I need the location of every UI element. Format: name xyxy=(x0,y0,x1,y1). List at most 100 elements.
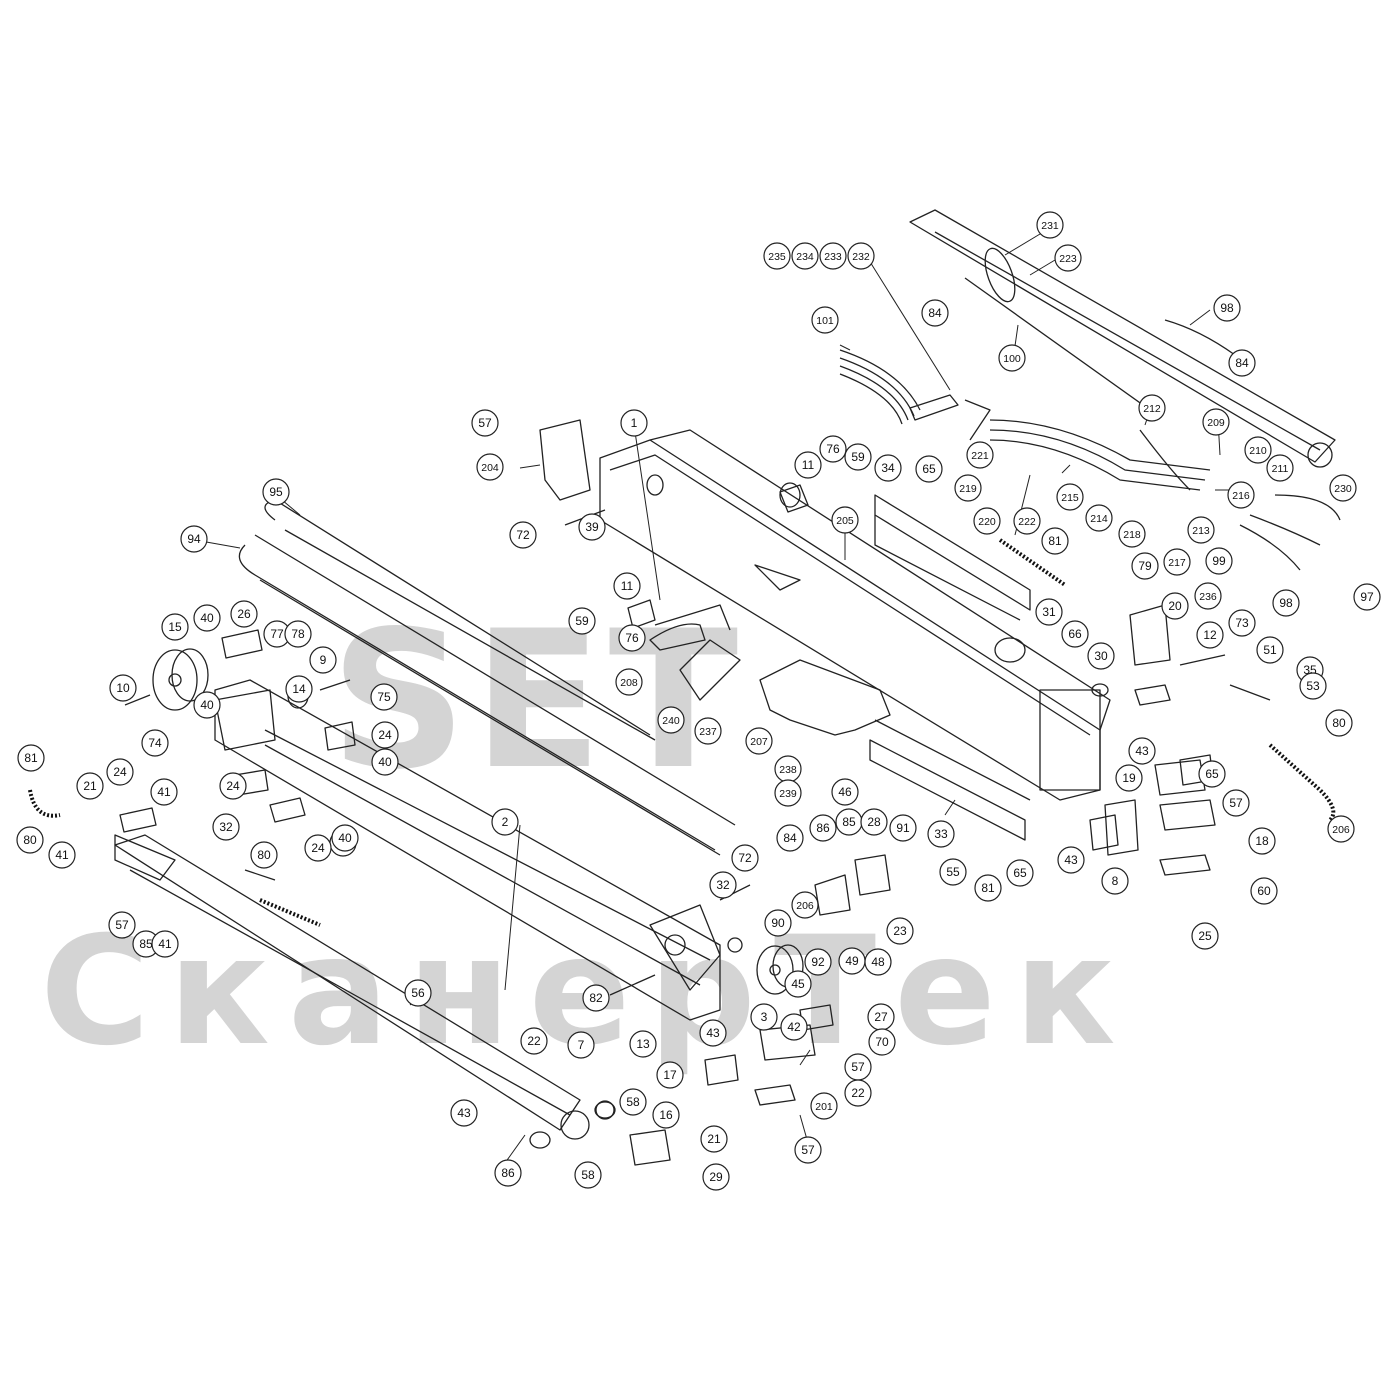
callout-number: 24 xyxy=(113,765,127,779)
inner-arm-3 xyxy=(114,834,615,1140)
callout-circle xyxy=(262,478,290,506)
callout-33: 33 xyxy=(927,820,955,848)
callout-number: 43 xyxy=(706,1026,720,1040)
callout-number: 18 xyxy=(1255,834,1269,848)
callout-number: 206 xyxy=(1332,824,1350,836)
callout-81: 81 xyxy=(1041,527,1069,555)
callout-43: 43 xyxy=(1128,737,1156,765)
callout-circle xyxy=(193,691,221,719)
callout-circle xyxy=(774,779,802,807)
callout-number: 56 xyxy=(411,986,425,1000)
callout-number: 230 xyxy=(1334,483,1352,495)
callout-57: 57 xyxy=(844,1053,872,1081)
callout-84: 84 xyxy=(776,824,804,852)
callout-80: 80 xyxy=(16,826,44,854)
callout-number: 92 xyxy=(811,955,825,969)
callout-24: 24 xyxy=(106,758,134,786)
callout-75: 75 xyxy=(370,683,398,711)
callout-59: 59 xyxy=(568,607,596,635)
callout-number: 100 xyxy=(1003,353,1021,365)
callout-circle xyxy=(764,909,792,937)
callout-circle xyxy=(831,778,859,806)
callout-218: 218 xyxy=(1118,520,1146,548)
callout-number: 40 xyxy=(200,698,214,712)
callout-236: 236 xyxy=(1194,582,1222,610)
callout-211: 211 xyxy=(1266,454,1294,482)
callout-number: 43 xyxy=(1064,853,1078,867)
callout-circle xyxy=(1115,764,1143,792)
callout-circle xyxy=(491,808,519,836)
callout-number: 76 xyxy=(625,631,639,645)
callout-number: 76 xyxy=(826,442,840,456)
callout-40: 40 xyxy=(371,748,399,776)
callout-86: 86 xyxy=(494,1159,522,1187)
callout-number: 22 xyxy=(851,1086,865,1100)
callout-number: 27 xyxy=(874,1010,888,1024)
callout-9: 9 xyxy=(309,646,337,674)
callout-42: 42 xyxy=(780,1013,808,1041)
callout-circle xyxy=(567,1031,595,1059)
callout-222: 222 xyxy=(1013,507,1041,535)
callout-number: 82 xyxy=(589,991,603,1005)
callout-11: 11 xyxy=(613,572,641,600)
callout-number: 90 xyxy=(771,916,785,930)
callout-79: 79 xyxy=(1131,552,1159,580)
callout-number: 57 xyxy=(478,416,492,430)
callout-24: 24 xyxy=(304,834,332,862)
callout-76: 76 xyxy=(618,624,646,652)
callout-number: 101 xyxy=(816,315,834,327)
callout-circle xyxy=(831,506,859,534)
callout-circle xyxy=(819,242,847,270)
callout-circle xyxy=(763,242,791,270)
callout-number: 233 xyxy=(824,251,842,263)
callout-number: 223 xyxy=(1059,253,1077,265)
callout-238: 238 xyxy=(774,755,802,783)
hose-lines-215 xyxy=(989,419,1211,491)
callout-circle xyxy=(1041,527,1069,555)
callout-number: 24 xyxy=(378,728,392,742)
callout-circle xyxy=(1118,520,1146,548)
callout-circle xyxy=(810,1092,838,1120)
callout-circle xyxy=(284,620,312,648)
callout-number: 206 xyxy=(796,900,814,912)
callout-number: 216 xyxy=(1232,490,1250,502)
callout-58: 58 xyxy=(619,1088,647,1116)
callout-number: 25 xyxy=(1198,929,1212,943)
chain-94-95 xyxy=(238,499,736,856)
callout-circle xyxy=(1006,859,1034,887)
callout-circle xyxy=(939,858,967,886)
callout-number: 24 xyxy=(226,779,240,793)
callout-number: 12 xyxy=(1203,628,1217,642)
callout-205: 205 xyxy=(831,506,859,534)
callout-number: 2 xyxy=(502,815,509,829)
callout-77: 77 xyxy=(263,620,291,648)
callout-21: 21 xyxy=(76,772,104,800)
callout-circle xyxy=(16,826,44,854)
callout-number: 208 xyxy=(620,677,638,689)
callout-number: 211 xyxy=(1272,463,1289,475)
callout-circle xyxy=(1327,815,1355,843)
callout-number: 66 xyxy=(1068,627,1082,641)
callout-circle xyxy=(331,824,359,852)
callout-circle xyxy=(1250,877,1278,905)
callout-95: 95 xyxy=(262,478,290,506)
callout-number: 85 xyxy=(139,937,153,951)
callout-100: 100 xyxy=(998,344,1026,372)
callout-number: 57 xyxy=(1229,796,1243,810)
callout-number: 234 xyxy=(796,251,814,263)
callout-46: 46 xyxy=(831,778,859,806)
callout-number: 1 xyxy=(631,416,638,430)
callout-55: 55 xyxy=(939,858,967,886)
callout-circle xyxy=(404,979,432,1007)
callout-circle xyxy=(1128,737,1156,765)
callout-number: 232 xyxy=(852,251,870,263)
callout-number: 75 xyxy=(377,690,391,704)
callout-81: 81 xyxy=(17,744,45,772)
callout-25: 25 xyxy=(1191,922,1219,950)
callout-number: 84 xyxy=(1235,356,1249,370)
callout-number: 86 xyxy=(816,821,830,835)
callout-number: 70 xyxy=(875,1035,889,1049)
callout-number: 49 xyxy=(845,954,859,968)
watermark-logo: SET xyxy=(330,590,745,811)
callout-circle xyxy=(620,409,648,437)
